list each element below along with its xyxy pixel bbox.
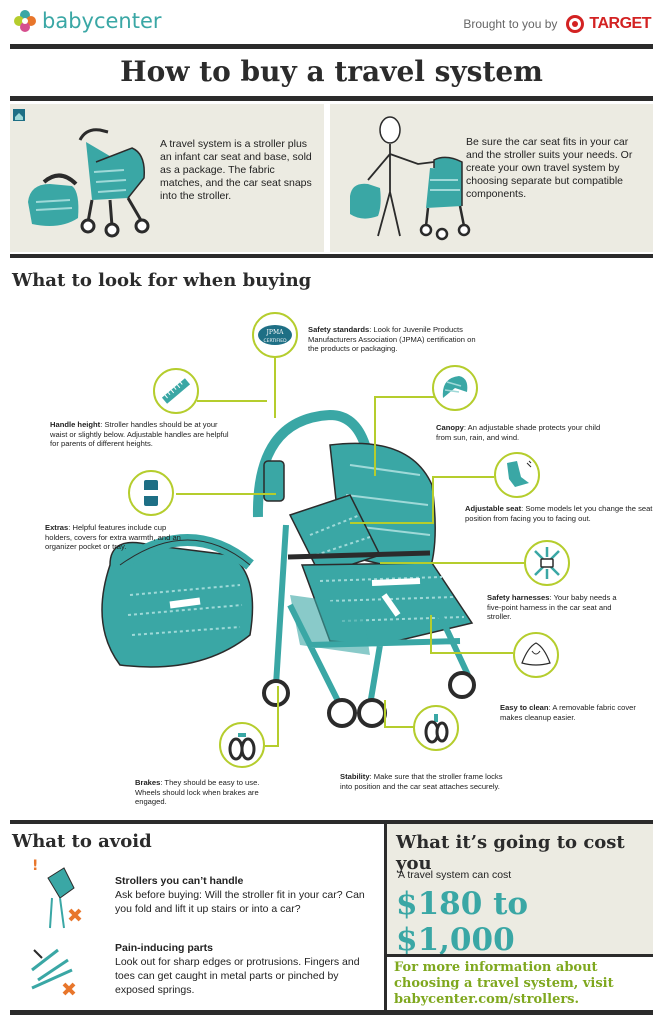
svg-text:CERTIFIED: CERTIFIED (263, 338, 287, 344)
connector-stability (384, 700, 386, 726)
avoid-heading: What to avoid (12, 831, 152, 852)
brought-by-text: Brought to you by (463, 17, 558, 31)
svg-text:!: ! (32, 858, 38, 874)
stroller-and-carseat-illustration (101, 409, 476, 728)
intro-panel-left: A travel system is a stroller plus an in… (10, 104, 324, 252)
feature-handle-height: Handle height: Stroller handles should b… (50, 420, 229, 449)
connector-stability-h (384, 726, 414, 728)
cost-panel: What it’s going to cost you A travel sys… (386, 824, 653, 958)
brake-wheel-icon (219, 722, 265, 768)
connector-seat-h (350, 522, 434, 524)
intro-left-text: A travel system is a stroller plus an in… (160, 138, 312, 202)
connector-brakes (277, 686, 279, 746)
connector-harness (380, 562, 524, 564)
look-for-heading: What to look for when buying (12, 270, 312, 291)
feature-brakes: Brakes: They should be easy to use. Whee… (135, 778, 260, 807)
avoid-item-2-text: Look out for sharp edges or protrusions.… (115, 956, 360, 996)
sponsor-name: TARGET (589, 15, 651, 32)
top-divider (10, 44, 653, 49)
connector-clean (430, 652, 513, 654)
intro-right-text: Be sure the car seat fits in your car an… (466, 136, 633, 200)
feature-extras: Extras: Helpful features include cup hol… (45, 523, 181, 552)
connector-canopy (374, 396, 434, 398)
avoid-item-1-text: Ask before buying: Will the stroller fit… (115, 889, 365, 915)
jpma-badge-icon: JPMA CERTIFIED (252, 312, 298, 358)
canopy-icon (432, 365, 478, 411)
connector-clean-v (430, 615, 432, 653)
harness-icon (524, 540, 570, 586)
intro-divider (10, 254, 653, 258)
page-title: How to buy a travel system (120, 55, 543, 88)
cost-lead: A travel system can cost (398, 869, 512, 881)
feature-stability: Stability: Make sure that the stroller f… (340, 772, 503, 791)
avoid-item-1-title: Strollers you can’t handle (115, 875, 244, 887)
connector-seat-v (432, 476, 434, 522)
cup-holder-icon (128, 470, 174, 516)
title-divider (10, 96, 653, 101)
connector-extras (176, 493, 276, 495)
babycenter-logo[interactable]: babycenter (12, 8, 162, 34)
price-range: $180 to $1,000 (396, 886, 529, 958)
logo-text: babycenter (42, 9, 162, 33)
bottom-divider (10, 820, 653, 824)
more-info-link[interactable]: For more information about choosing a tr… (394, 960, 614, 1007)
ruler-icon (153, 368, 199, 414)
home-icon[interactable] (13, 109, 25, 121)
adjustable-seat-icon (494, 452, 540, 498)
intro-panel-right: Be sure the car seat fits in your car an… (330, 104, 653, 252)
connector-safety (274, 358, 276, 418)
feature-canopy: Canopy: An adjustable shade protects you… (436, 423, 601, 442)
pinch-warning-icon (31, 948, 76, 996)
babycenter-flower-icon (14, 10, 36, 32)
footer-divider (10, 1010, 653, 1015)
cost-divider (386, 954, 653, 957)
connector-handle (197, 400, 267, 402)
avoid-item-2-title: Pain-inducing parts (115, 942, 214, 954)
svg-text:JPMA: JPMA (266, 329, 285, 336)
vertical-divider (384, 824, 387, 1012)
travel-system-illustration (28, 128, 150, 238)
feature-safety-standards: Safety standards: Look for Juvenile Prod… (308, 325, 476, 354)
stability-wheel-icon (413, 705, 459, 751)
fabric-cover-icon (513, 632, 559, 678)
cost-heading: What it’s going to cost you (396, 832, 625, 874)
stroller-lift-warning-icon: ! (32, 858, 82, 929)
connector-seat (432, 476, 494, 478)
feature-adjustable-seat: Adjustable seat: Some models let you cha… (465, 504, 653, 523)
connector-canopy-v (374, 396, 376, 476)
sponsor-block: Brought to you by TARGET (463, 14, 651, 34)
feature-safety-harnesses: Safety harnesses: Your baby needs a five… (487, 593, 617, 622)
parent-pushing-stroller-illustration (350, 116, 471, 241)
connector-brakes-h (265, 745, 279, 747)
target-bullseye-icon (566, 15, 585, 33)
feature-easy-to-clean: Easy to clean: A removable fabric cover … (500, 703, 636, 722)
